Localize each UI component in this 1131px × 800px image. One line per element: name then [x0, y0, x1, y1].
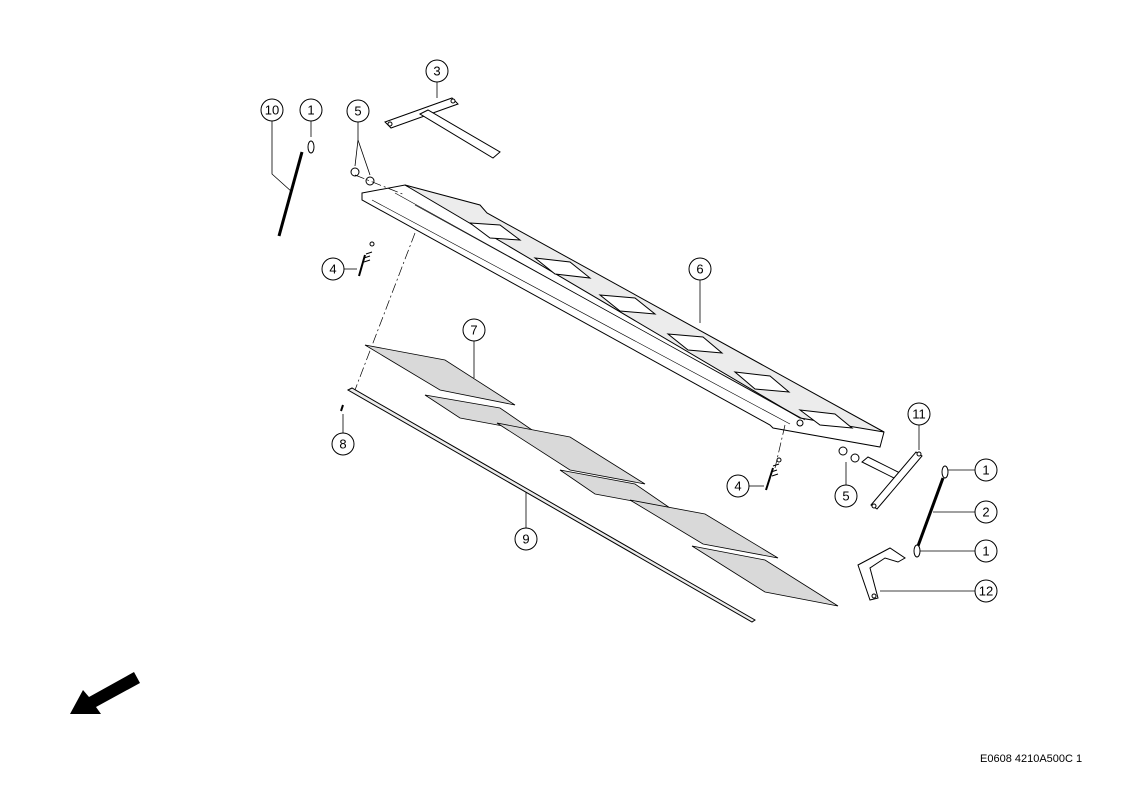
- callout-1-right-bottom: 1: [974, 539, 998, 563]
- arrow-down-left-icon: [70, 672, 140, 714]
- housing-slots: [468, 222, 854, 429]
- part-1-clip-left: [307, 140, 315, 154]
- part-7-screens: [364, 344, 839, 607]
- svg-text:4: 4: [734, 479, 741, 494]
- part-10-rod: [277, 151, 304, 237]
- callout-3: 3: [425, 59, 449, 83]
- drawing-code: E0608 4210A500C 1: [980, 753, 1083, 765]
- part-5-washers-left: [350, 167, 375, 186]
- part-1-clip-right-top: [941, 465, 949, 479]
- part-11-shaft: [861, 451, 923, 510]
- svg-text:1: 1: [982, 463, 989, 478]
- leader-lines: [271, 82, 975, 592]
- part-4-bolt-right: [765, 457, 782, 491]
- part-9-strip: [346, 387, 756, 623]
- callout-1-top-left: 1: [299, 98, 323, 122]
- callout-4-right: 4: [726, 474, 750, 498]
- part-12-bracket: [857, 547, 906, 601]
- svg-text:2: 2: [982, 505, 989, 520]
- callout-7: 7: [462, 318, 486, 342]
- part-2-rod: [916, 477, 945, 547]
- part-4-bolt-left: [358, 241, 375, 277]
- svg-text:6: 6: [696, 262, 703, 277]
- svg-text:1: 1: [982, 544, 989, 559]
- svg-text:3: 3: [433, 64, 440, 79]
- part-5-washers-right: [838, 446, 860, 463]
- svg-text:1: 1: [307, 103, 314, 118]
- part-3-shaft: [384, 97, 501, 159]
- part-8-pin: [340, 404, 344, 412]
- callout-5-left: 5: [346, 99, 370, 123]
- svg-text:5: 5: [842, 489, 849, 504]
- svg-text:11: 11: [912, 407, 926, 422]
- callout-10: 10: [260, 98, 284, 122]
- svg-text:4: 4: [329, 262, 336, 277]
- svg-text:8: 8: [339, 437, 346, 452]
- callout-1-right-top: 1: [974, 458, 998, 482]
- svg-text:10: 10: [265, 103, 279, 118]
- assembly-centerline: [354, 232, 416, 391]
- callout-2: 2: [974, 500, 998, 524]
- svg-text:12: 12: [979, 584, 993, 599]
- svg-text:9: 9: [522, 532, 529, 547]
- callout-8: 8: [331, 432, 355, 456]
- callout-12: 12: [974, 579, 998, 603]
- callout-9: 9: [514, 527, 538, 551]
- svg-text:5: 5: [354, 104, 361, 119]
- callout-6: 6: [688, 257, 712, 281]
- callout-5-right: 5: [834, 484, 858, 508]
- callout-4-left: 4: [321, 257, 345, 281]
- callout-11: 11: [907, 402, 931, 426]
- svg-text:7: 7: [470, 323, 477, 338]
- part-1-clip-right-bottom: [913, 544, 921, 558]
- part-6-housing: [361, 184, 885, 448]
